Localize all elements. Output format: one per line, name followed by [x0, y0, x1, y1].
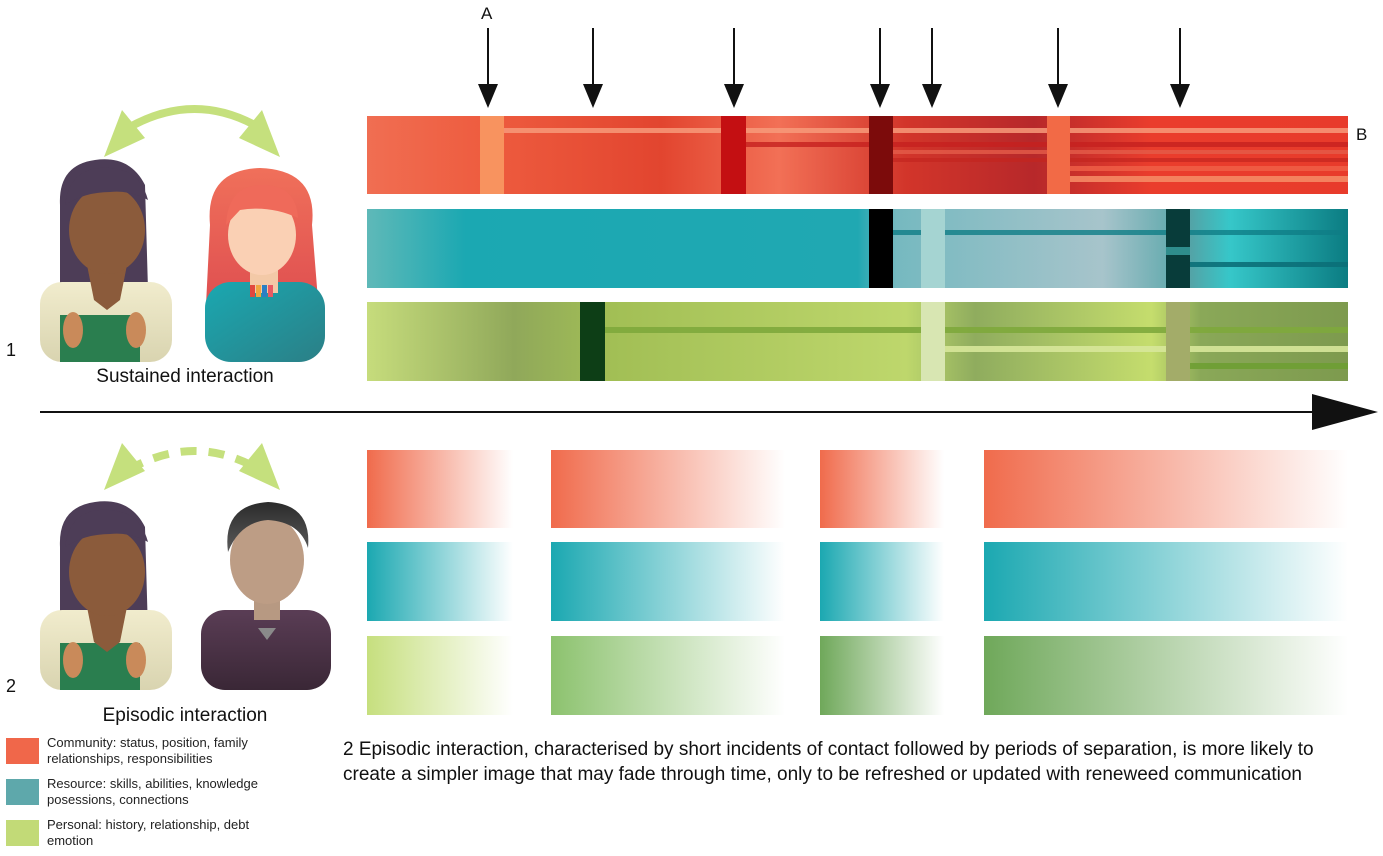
- legend-text-resource: Resource: skills, abilities, knowledge p…: [47, 776, 258, 807]
- event-arrow: [870, 28, 890, 108]
- event-arrow: [583, 28, 603, 108]
- episodic-segment: [367, 636, 513, 715]
- episodic-exchange-arrow: [104, 443, 280, 490]
- episodic-description: 2 Episodic interaction, characterised by…: [343, 739, 1314, 785]
- legend: Community: status, position, family rela…: [6, 735, 306, 849]
- row-2-label: 2: [6, 676, 17, 696]
- episodic-segment: [820, 450, 944, 528]
- episodic-segment: [820, 542, 944, 621]
- episodic-segment: [551, 542, 785, 621]
- episodic-segment: [984, 450, 1348, 528]
- episodic-community-bands: [367, 450, 1348, 528]
- event-arrows: [478, 28, 1190, 108]
- community-swatch: [6, 738, 39, 764]
- legend-text-community: Community: status, position, family rela…: [47, 735, 248, 766]
- sustained-community-band: [367, 116, 1348, 194]
- sustained-personal-band: [367, 302, 1348, 381]
- sustained-exchange-arrow: [104, 105, 280, 157]
- resource-swatch: [6, 779, 39, 805]
- legend-text-personal: Personal: history, relationship, debt em…: [47, 817, 250, 848]
- legend-item-personal: Personal: history, relationship, debt em…: [6, 817, 306, 849]
- legend-item-resource: Resource: skills, abilities, knowledge p…: [6, 776, 306, 808]
- episodic-segment: [551, 636, 785, 715]
- sustained-caption: Sustained interaction: [96, 366, 274, 387]
- timeline-axis: [40, 394, 1378, 430]
- sustained-resource-band: [367, 209, 1348, 288]
- marker-a-label: A: [481, 4, 493, 23]
- episodic-segment: [984, 542, 1348, 621]
- episodic-segment: [984, 636, 1348, 715]
- event-arrow: [1170, 28, 1190, 108]
- personal-swatch: [6, 820, 39, 846]
- episodic-caption: Episodic interaction: [102, 705, 268, 726]
- episodic-segment: [367, 450, 513, 528]
- episodic-personal-bands: [367, 636, 1348, 715]
- episodic-segment: [551, 450, 785, 528]
- person-man-dark-hair: [201, 502, 331, 690]
- event-arrow: [478, 28, 498, 108]
- marker-b-label: B: [1356, 125, 1368, 144]
- episodic-segment: [820, 636, 944, 715]
- person-woman-dark-hair-top: [40, 159, 172, 362]
- legend-item-community: Community: status, position, family rela…: [6, 735, 306, 767]
- event-arrow: [1048, 28, 1068, 108]
- row-1-label: 1: [6, 340, 17, 360]
- person-woman-dark-hair-bottom: [40, 501, 172, 690]
- episodic-segment: [367, 542, 513, 621]
- episodic-resource-bands: [367, 542, 1348, 621]
- event-arrow: [922, 28, 942, 108]
- event-arrow: [724, 28, 744, 108]
- person-woman-red-hair: [205, 168, 325, 362]
